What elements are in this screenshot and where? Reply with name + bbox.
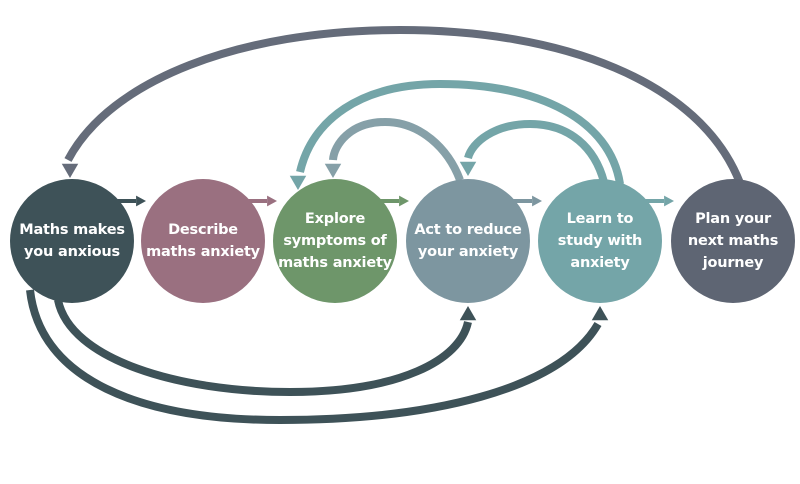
node-label: Explore symptoms of maths anxiety	[278, 211, 392, 271]
arc-act-to-explore	[329, 117, 464, 182]
arrowhead-start-to-act	[459, 306, 477, 321]
arc-study-to-explore	[296, 79, 624, 185]
arrowhead-study-to-explore	[289, 175, 307, 190]
arc-study-to-act	[464, 119, 608, 184]
node-maths-makes-you-anxious: Maths makes you anxious	[10, 179, 134, 303]
node-label: Learn to study with anxiety	[557, 211, 643, 271]
node-plan-next-journey: Plan your next maths journey	[671, 179, 795, 303]
forward-arrowhead	[532, 195, 542, 207]
arc-start-to-study	[26, 289, 602, 425]
forward-arrowhead	[267, 195, 277, 207]
forward-arrowhead	[136, 195, 146, 207]
arc-plan-to-start	[64, 25, 744, 185]
node-label: Plan your next maths journey	[687, 211, 779, 271]
arc-start-to-act	[54, 299, 472, 397]
forward-arrowhead	[664, 195, 674, 207]
node-explore-symptoms: Explore symptoms of maths anxiety	[273, 179, 397, 303]
arrowhead-act-to-explore	[324, 163, 342, 178]
arrowhead-plan-to-start	[61, 163, 79, 178]
node-learn-to-study: Learn to study with anxiety	[538, 179, 662, 303]
node-act-to-reduce-anxiety: Act to reduce your anxiety	[406, 179, 530, 303]
forward-arrowhead	[399, 195, 409, 207]
node-describe-maths-anxiety: Describe maths anxiety	[141, 179, 265, 303]
node-label: Maths makes you anxious	[19, 222, 125, 260]
node-label: Describe maths anxiety	[146, 222, 260, 260]
node-label: Act to reduce your anxiety	[414, 222, 522, 260]
arrowhead-study-to-act	[459, 161, 477, 176]
arrowhead-start-to-study	[591, 306, 609, 321]
